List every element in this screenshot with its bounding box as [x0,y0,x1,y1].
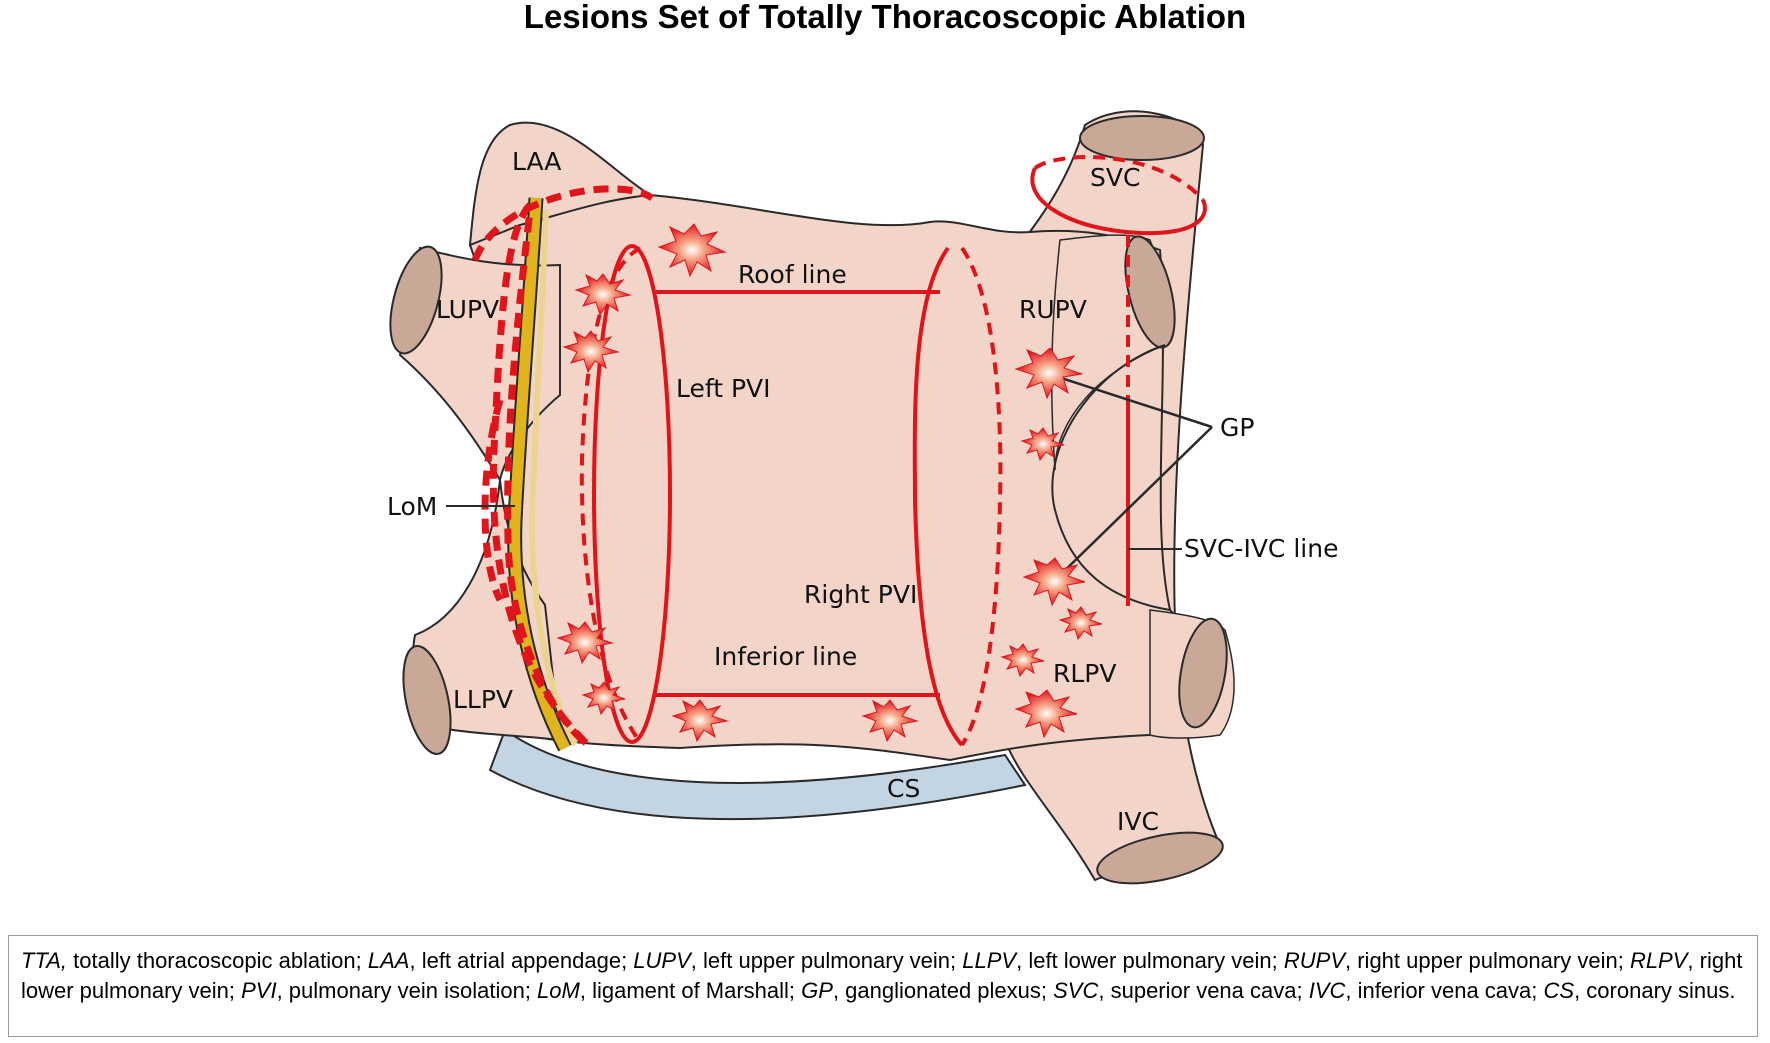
label-roof-line: Roof line [738,260,847,289]
coronary-sinus [488,728,1027,821]
label-inferior-line: Inferior line [714,642,857,671]
label-left-pvi: Left PVI [676,374,771,403]
caption-definition: , inferior vena cava; [1345,978,1544,1003]
gp-marker [556,621,614,665]
gp-pointer-lower [1054,426,1213,581]
figure-caption: TTA, totally thoracoscopic ablation; LAA… [8,935,1758,1037]
llpv-lumen [402,645,452,755]
label-right-pvi: Right PVI [804,580,917,609]
caption-definition: , left upper pulmonary vein; [690,948,963,973]
left-outer-dashed-loop [489,202,591,748]
gp-marker [562,330,620,374]
caption-abbreviation: GP [801,978,833,1003]
caption-abbreviation: RUPV [1283,948,1345,973]
caption-definition: , right upper pulmonary vein; [1345,948,1630,973]
right-pvi-dashed-lesion [960,246,1003,747]
caption-abbreviation: TTA, [21,948,68,973]
caption-definition: totally thoracoscopic ablation; [67,948,368,973]
caption-definition: , left atrial appendage; [409,948,634,973]
label-svc: SVC [1090,163,1140,192]
caption-definition: , ganglionated plexus; [832,978,1054,1003]
gp-marker [861,699,919,743]
caption-abbreviation: LUPV [633,948,691,973]
lupv-lumen [389,245,443,355]
gp-marker [657,223,727,278]
rlpv-lumen [1178,617,1228,729]
caption-abbreviation: RLPV [1629,948,1688,973]
figure-title: Lesions Set of Totally Thoracoscopic Abl… [523,0,1247,35]
svc-lumen [1079,115,1205,161]
caption-abbreviation: PVI [241,978,277,1003]
gp-marker [1014,689,1078,739]
left-pvi-lesion [592,244,672,744]
caption-abbreviation: LLPV [962,948,1017,973]
label-svc-ivc-line: SVC-IVC line [1184,534,1338,563]
ligament-of-marshall-highlight [528,209,578,747]
label-laa: LAA [512,147,561,176]
caption-definition: , pulmonary vein isolation; [276,978,538,1003]
label-rlpv: RLPV [1053,659,1116,688]
caption-definition: , right lower pulmonary vein; [21,948,1743,1003]
gp-marker [1020,427,1065,462]
label-ivc: IVC [1117,807,1159,836]
label-lupv: LUPV [436,295,499,324]
gp-marker [1014,347,1083,400]
caption-definition: , coronary sinus. [1574,978,1736,1003]
heart-diagram: LAA LUPV LLPV RUPV RLPV SVC IVC CS LoM G… [387,110,1338,885]
rupv-contour [1051,344,1171,611]
lom-dashed-loop [481,399,504,602]
label-llpv: LLPV [453,685,513,714]
gp-marker [671,699,729,743]
svc-ring-solid-lesion [1030,167,1207,236]
gp-marker [581,681,626,716]
laa-dashed-lesion [471,185,655,262]
gp-marker [1000,643,1045,678]
label-gp: GP [1220,413,1254,442]
caption-abbreviation: LoM [537,978,580,1003]
label-lom: LoM [387,492,437,521]
label-cs: CS [887,774,920,803]
caption-abbreviation: SVC [1053,978,1099,1003]
gp-marker [1022,557,1086,607]
gp-marker [1058,606,1103,641]
caption-definition: , superior vena cava; [1098,978,1309,1003]
caption-abbreviation: IVC [1308,978,1346,1003]
gp-markers [556,223,1103,743]
ivc-lumen [1096,831,1224,885]
caption-abbreviation: LAA [367,948,410,973]
gp-pointer-upper [1054,374,1213,429]
gp-marker [574,273,632,317]
label-rupv: RUPV [1019,295,1087,324]
caption-definition: , left lower pulmonary vein; [1016,948,1284,973]
caption-definition: , ligament of Marshall; [579,978,802,1003]
caption-abbreviation: CS [1543,978,1575,1003]
